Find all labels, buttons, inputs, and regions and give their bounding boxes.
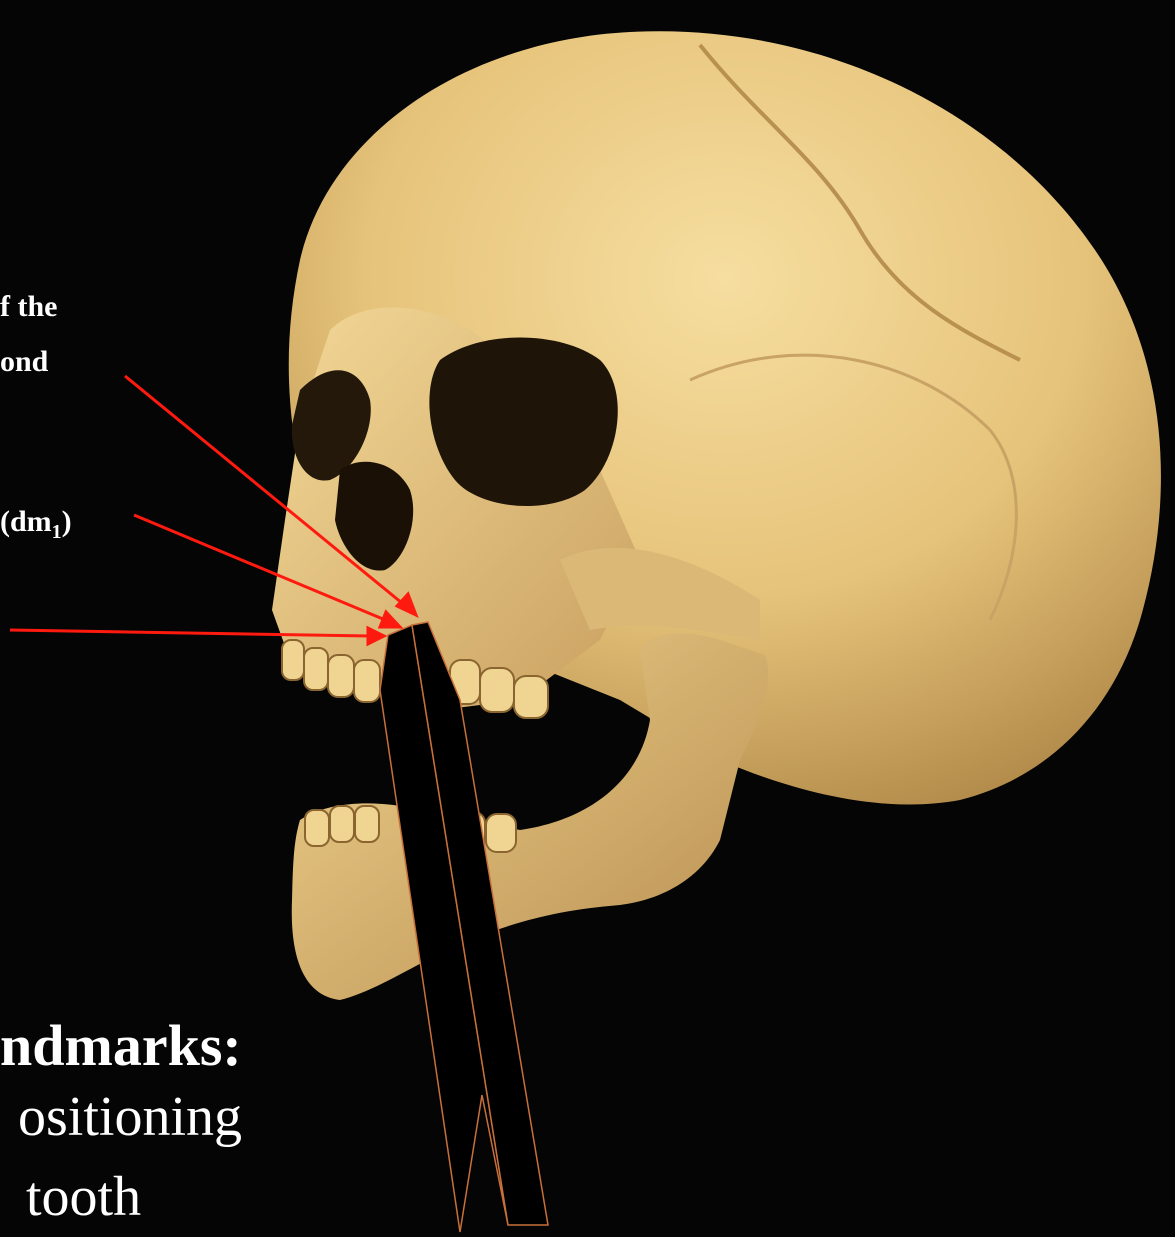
left-orbit [429, 338, 617, 507]
caption-line-1: ositioning [18, 1085, 242, 1149]
landmark-label-dm1: (dm1) [0, 500, 72, 554]
landmark-label-1: f the [0, 285, 57, 329]
caption-line-2: tooth [26, 1165, 141, 1229]
landmark-label-2: ond [0, 340, 48, 384]
caption-title: ndmarks: [0, 1012, 242, 1079]
